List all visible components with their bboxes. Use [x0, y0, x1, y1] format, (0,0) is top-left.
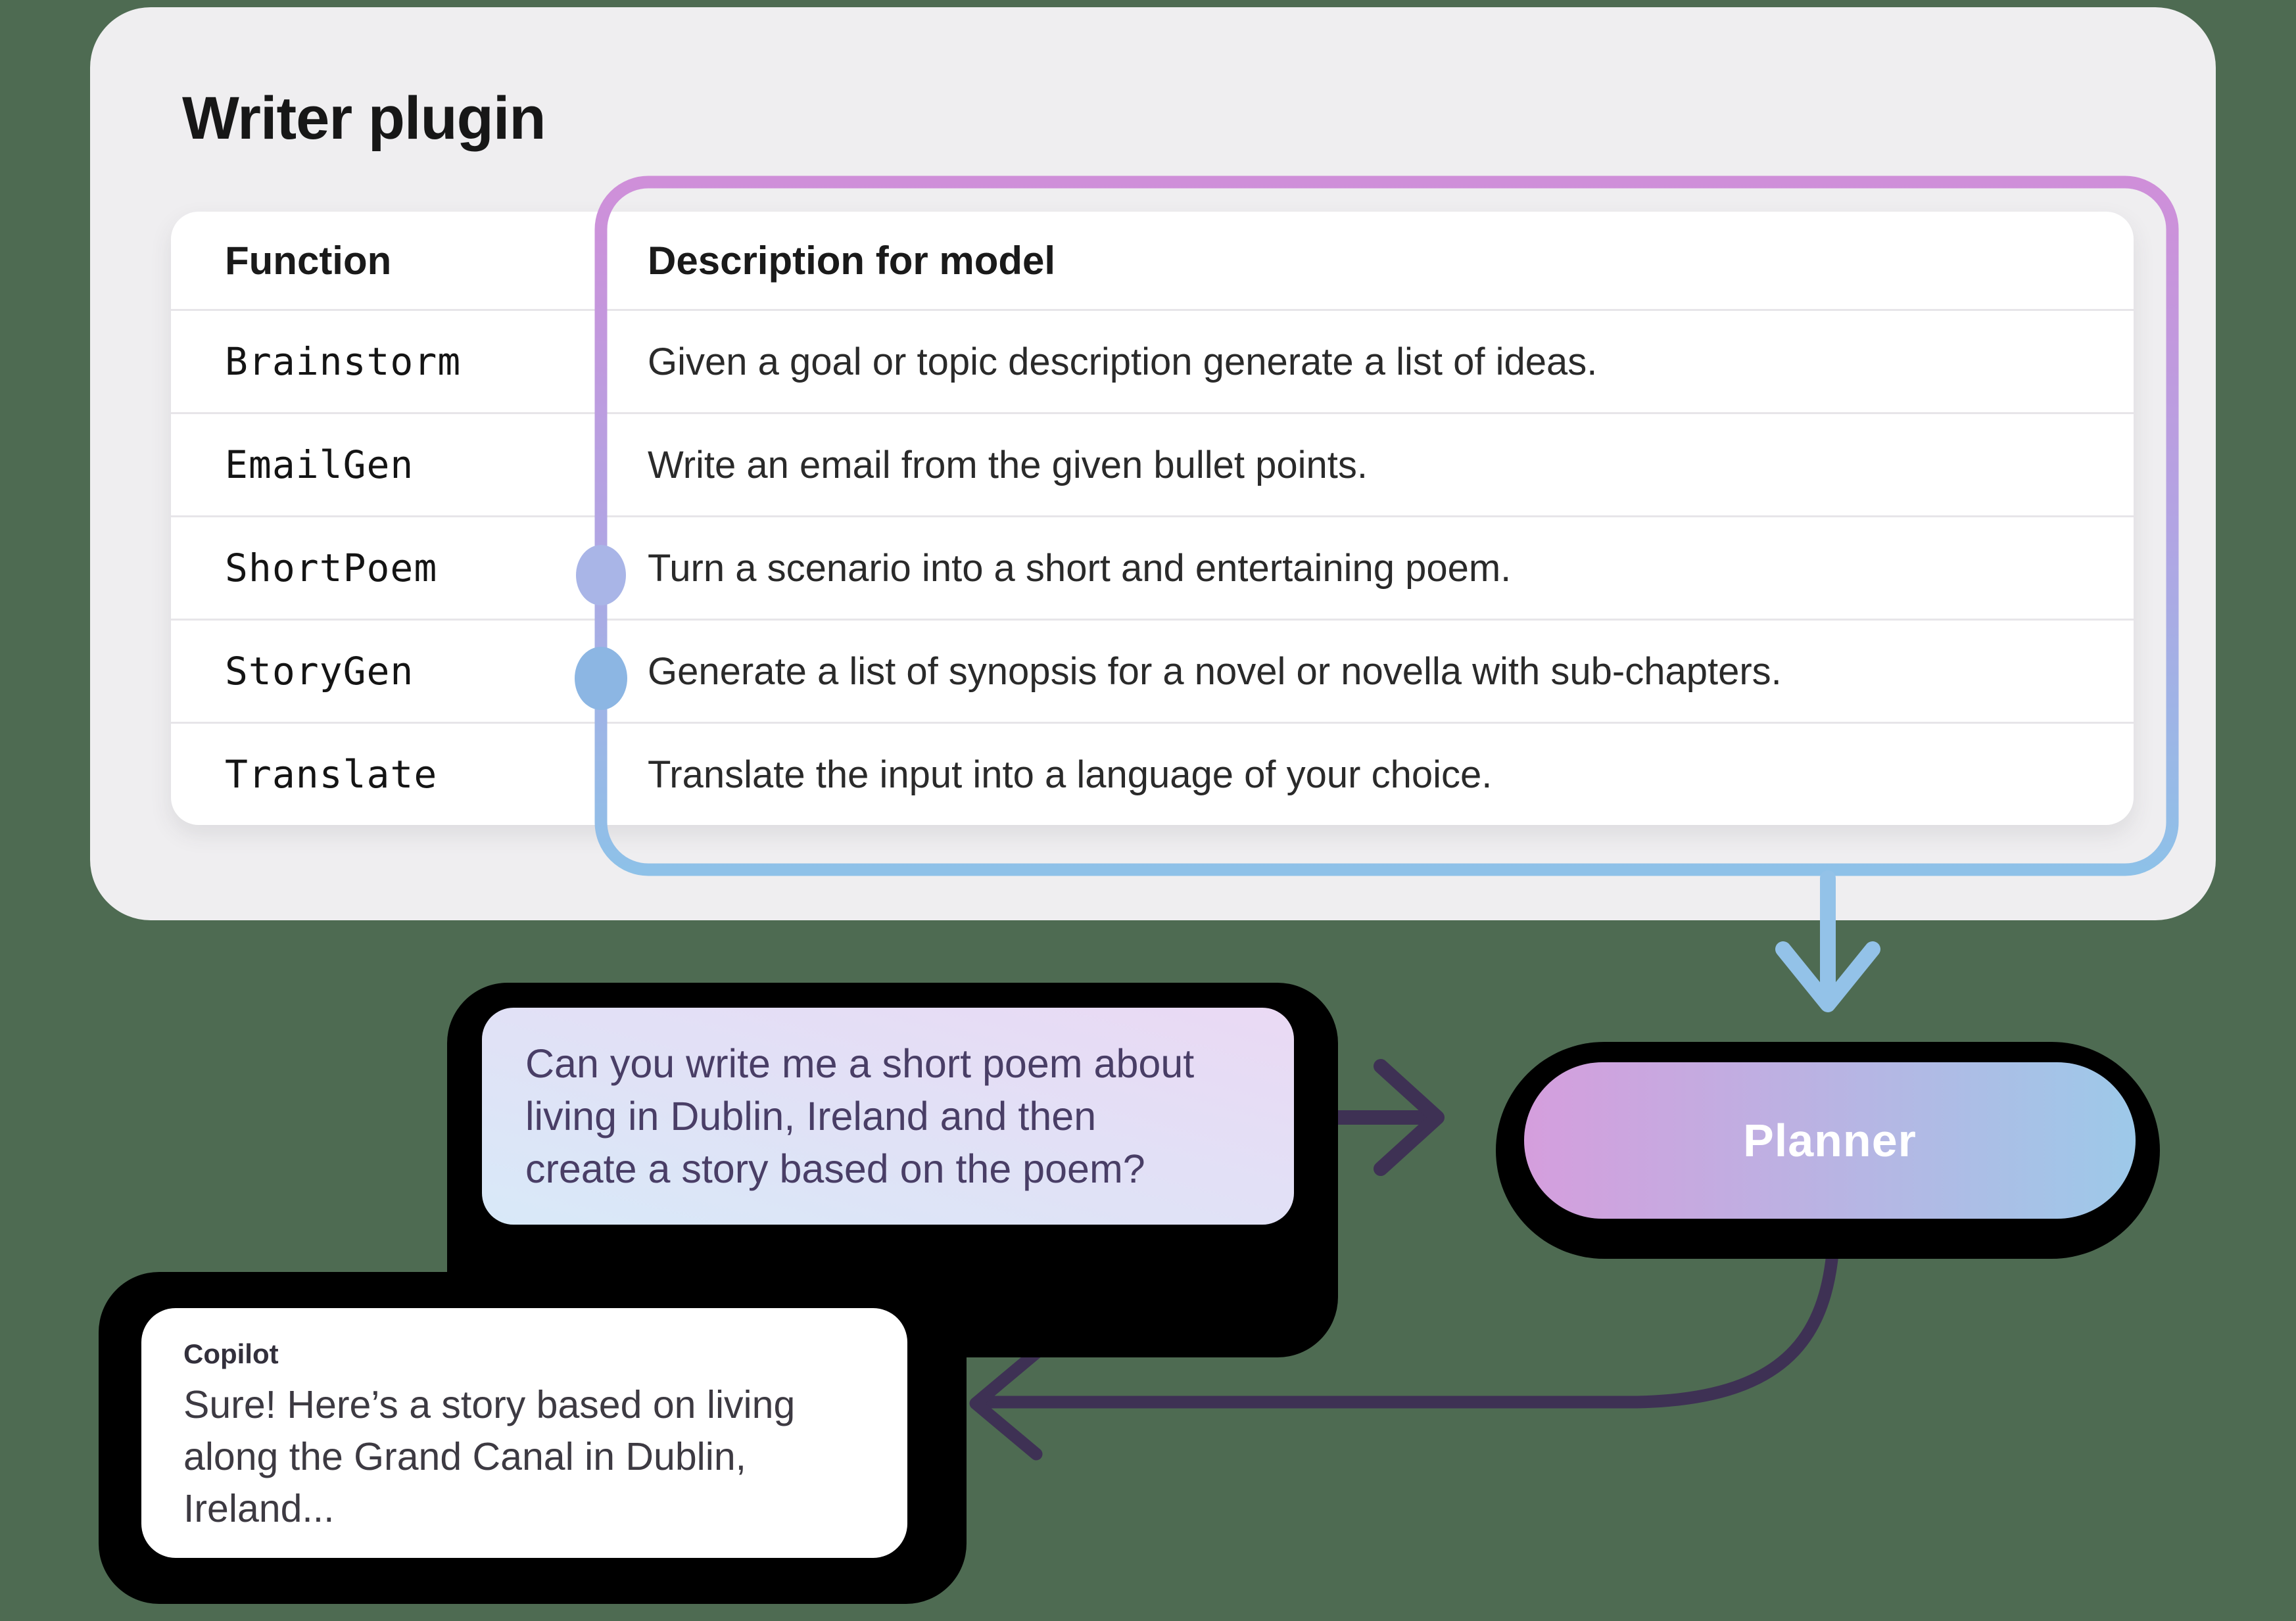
function-description: Translate the input into a language of y… [648, 753, 1493, 796]
function-description: Write an email from the given bullet poi… [648, 443, 1368, 486]
function-description: Given a goal or topic description genera… [648, 340, 1598, 383]
user-message-line: living in Dublin, Ireland and then [525, 1094, 1097, 1139]
table-header-row: Function Description for model [171, 212, 2134, 309]
user-message-line: create a story based on the poem? [525, 1146, 1145, 1191]
table-row: ShortPoem Turn a scenario into a short a… [171, 515, 2134, 619]
function-description: Turn a scenario into a short and enterta… [648, 546, 1512, 590]
column-header-description: Description for model [648, 238, 1056, 283]
copilot-sender-label: Copilot [183, 1338, 279, 1369]
column-header-function: Function [225, 238, 392, 283]
storygen-connector-dot [575, 647, 627, 710]
copilot-message-line: Sure! Here’s a story based on living [183, 1383, 796, 1426]
page-title: Writer plugin [182, 85, 546, 152]
function-name: ShortPoem [225, 546, 438, 590]
function-name: Brainstorm [225, 339, 462, 384]
planner-to-copilot-arrow [969, 1216, 1841, 1461]
frame-to-planner-arrow [1775, 870, 1880, 1012]
function-name: StoryGen [225, 649, 414, 693]
table-row: EmailGen Write an email from the given b… [171, 412, 2134, 515]
table-row: StoryGen Generate a list of synopsis for… [171, 619, 2134, 722]
table-row: Translate Translate the input into a lan… [171, 722, 2134, 825]
user-to-planner-arrow [1326, 1059, 1445, 1176]
planner-label: Planner [1743, 1115, 1917, 1166]
user-message-line: Can you write me a short poem about [525, 1041, 1195, 1086]
function-name: EmailGen [225, 442, 414, 487]
function-name: Translate [225, 752, 438, 797]
function-description: Generate a list of synopsis for a novel … [648, 649, 1782, 693]
selected-functions-frame [594, 176, 2179, 876]
shortpoem-connector-dot [576, 545, 626, 605]
copilot-message-line: Ireland... [183, 1487, 335, 1530]
copilot-chat-bubble: Copilot Sure! Here’s a story based on li… [141, 1308, 907, 1558]
planner-node: Planner [1524, 1062, 2136, 1219]
function-table: Function Description for model Brainstor… [171, 212, 2134, 825]
user-chat-bubble: Can you write me a short poem about livi… [482, 1008, 1294, 1225]
copilot-message-line: along the Grand Canal in Dublin, [183, 1435, 747, 1478]
table-row: Brainstorm Given a goal or topic descrip… [171, 309, 2134, 412]
